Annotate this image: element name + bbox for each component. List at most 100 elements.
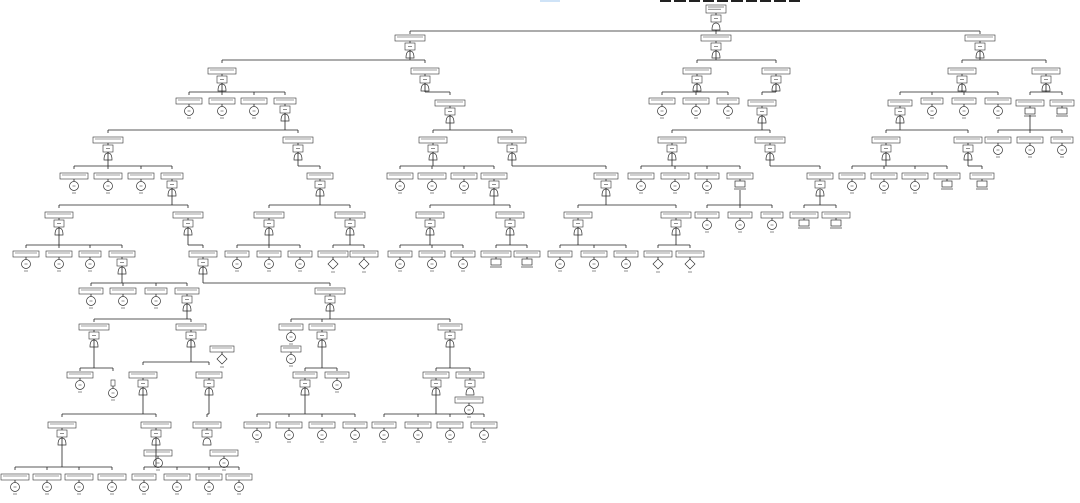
event-description-box [240, 97, 268, 105]
event-description-box [470, 421, 498, 429]
event-description-box [436, 421, 464, 429]
undeveloped-event-diamond [358, 258, 370, 270]
event-description-box [450, 250, 476, 258]
event-description-box [417, 172, 447, 180]
event-description-box [747, 99, 777, 107]
event-description-box [1015, 99, 1045, 107]
house-event-symbol [798, 219, 810, 227]
event-description-box [480, 172, 508, 180]
event-description-box [951, 97, 977, 105]
event-description-box [66, 371, 94, 379]
undeveloped-event-diamond [327, 258, 339, 270]
event-description-box [437, 323, 463, 331]
event-description-box [415, 211, 445, 219]
event-description-box [224, 250, 250, 258]
event-description-box [342, 421, 368, 429]
event-description-box [657, 136, 687, 144]
event-description-box [334, 211, 366, 219]
event-description-box [108, 250, 136, 258]
house-event-symbol [521, 258, 533, 266]
undeveloped-event-diamond [652, 258, 664, 270]
event-description-box [613, 250, 639, 258]
event-description-box [225, 473, 253, 481]
event-description-box [275, 421, 303, 429]
event-description-box [394, 34, 426, 42]
event-description-box [694, 172, 720, 180]
event-description-box [754, 136, 786, 144]
event-description-box [480, 250, 512, 258]
event-description-box [314, 287, 346, 295]
event-description-box [643, 250, 673, 258]
event-description-box [1050, 136, 1074, 144]
event-description-box [131, 473, 157, 481]
event-description-box [386, 172, 414, 180]
event-description-box [306, 172, 334, 180]
event-description-box [12, 250, 40, 258]
event-description-box [627, 172, 655, 180]
event-description-box [454, 396, 484, 404]
event-description-box [887, 99, 913, 107]
event-description-box [292, 371, 318, 379]
event-description-box [127, 172, 155, 180]
event-description-box [143, 449, 173, 457]
event-description-box [97, 473, 127, 481]
event-description-box [160, 172, 184, 180]
event-description-box [726, 172, 754, 180]
event-description-box [455, 371, 485, 379]
event-description-box [280, 345, 302, 353]
event-description-box [675, 250, 705, 258]
event-description-box [349, 250, 379, 258]
event-description-box [371, 421, 397, 429]
title-bar-fragment [660, 0, 800, 2]
undeveloped-event-diamond [684, 258, 696, 270]
event-description-box [47, 421, 77, 429]
event-description-box [207, 67, 237, 75]
event-description-box [838, 172, 866, 180]
event-description-box [243, 421, 271, 429]
event-description-box [59, 172, 89, 180]
event-description-box [282, 136, 314, 144]
event-description-box [195, 473, 223, 481]
event-description-box [1049, 99, 1075, 107]
event-description-box [324, 371, 350, 379]
event-description-box [563, 211, 593, 219]
event-description-box [700, 34, 732, 42]
event-description-box [140, 421, 172, 429]
event-description-box [0, 473, 30, 481]
event-description-box [144, 287, 168, 295]
event-description-box [195, 371, 223, 379]
event-description-box [308, 421, 336, 429]
event-description-box [497, 136, 527, 144]
event-description-box [513, 250, 541, 258]
event-description-box [93, 172, 123, 180]
house-event-symbol [1024, 107, 1036, 115]
house-event-symbol [1056, 107, 1068, 115]
event-description-box [208, 97, 236, 105]
event-description-box [933, 172, 961, 180]
event-description-box [387, 250, 413, 258]
event-description-box [422, 371, 450, 379]
event-description-box [92, 136, 124, 144]
event-description-box [648, 97, 676, 105]
event-description-box [404, 421, 432, 429]
event-description-box [761, 67, 791, 75]
event-description-box [64, 473, 94, 481]
or-gate-symbol [465, 387, 475, 396]
event-description-box [418, 136, 448, 144]
house-event-symbol [830, 219, 842, 227]
event-description-box [495, 211, 525, 219]
title-bar-accent [540, 0, 560, 2]
undeveloped-event-diamond [216, 353, 228, 365]
event-description-box [947, 67, 977, 75]
event-description-box [410, 67, 440, 75]
event-description-box [870, 172, 898, 180]
event-description-box [172, 211, 204, 219]
event-description-box [727, 211, 753, 219]
or-gate-symbol [202, 437, 212, 446]
event-description-box [920, 97, 944, 105]
event-description-box [1031, 67, 1061, 75]
house-event-symbol [976, 180, 988, 188]
event-description-box [287, 250, 313, 258]
top-event-or-gate [711, 22, 721, 31]
